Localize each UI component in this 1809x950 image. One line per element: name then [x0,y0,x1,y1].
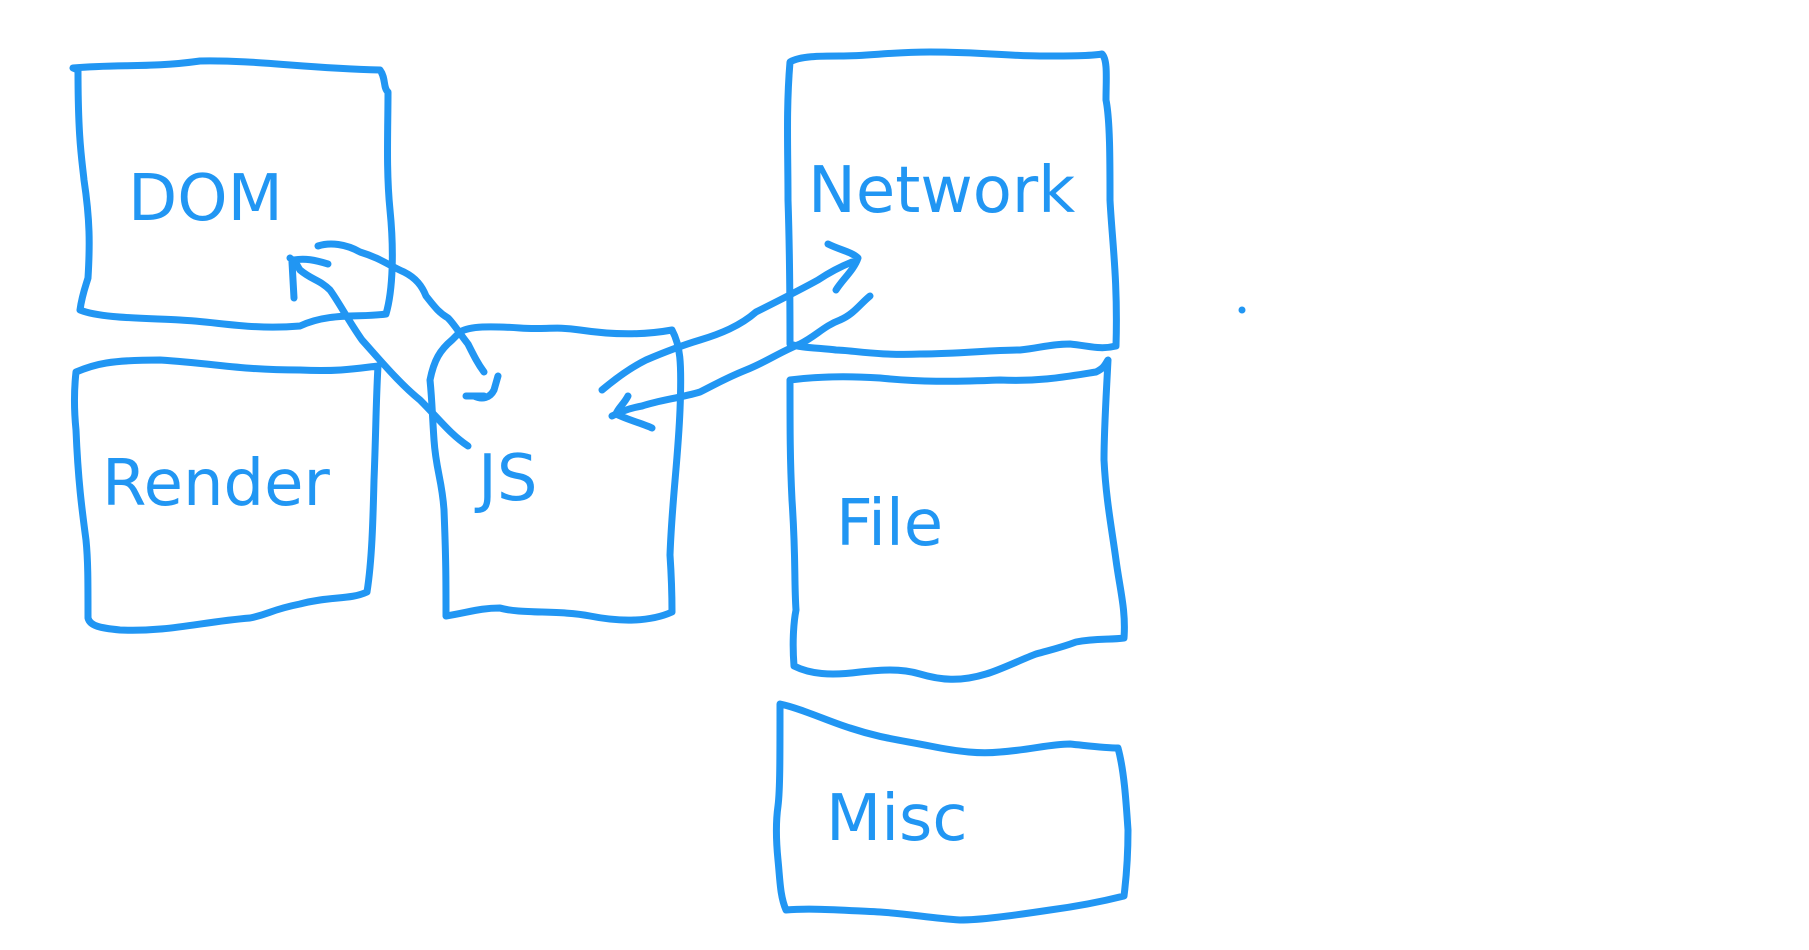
box-network-outline [784,48,1120,358]
box-js-outline [426,323,685,624]
connector-dom-to-js-line [314,240,488,376]
connector-js-to-network [598,240,862,394]
arrowhead-at-js-icon [462,372,502,402]
box-file-label: File [836,487,943,561]
connector-js-to-dom [286,254,472,450]
stray-dot-icon [1238,306,1246,314]
box-misc: Misc [773,700,1132,924]
box-misc-outline [773,700,1132,924]
box-render-outline [71,356,382,634]
connector-js-to-network-line [598,258,856,394]
box-misc-label: Misc [826,782,968,856]
arrowhead-at-network-icon [824,240,862,294]
box-js: JS [426,323,685,624]
box-dom: DOM [69,57,396,331]
box-render: Render [71,356,382,634]
box-dom-label: DOM [128,162,283,236]
connector-network-to-js [608,292,874,432]
connector-network-to-js-line [608,292,874,420]
box-file-outline [786,356,1128,683]
box-file: File [786,356,1128,683]
arrowhead-at-js-right-icon [612,392,656,432]
connector-js-to-dom-line [286,254,472,450]
box-dom-outline [69,57,396,331]
box-render-label: Render [102,447,331,521]
arrowhead-at-dom-icon [288,255,332,302]
box-network-label: Network [808,154,1075,228]
connector-dom-to-js [314,240,502,402]
box-network: Network [784,48,1120,358]
box-js-label: JS [474,442,538,516]
